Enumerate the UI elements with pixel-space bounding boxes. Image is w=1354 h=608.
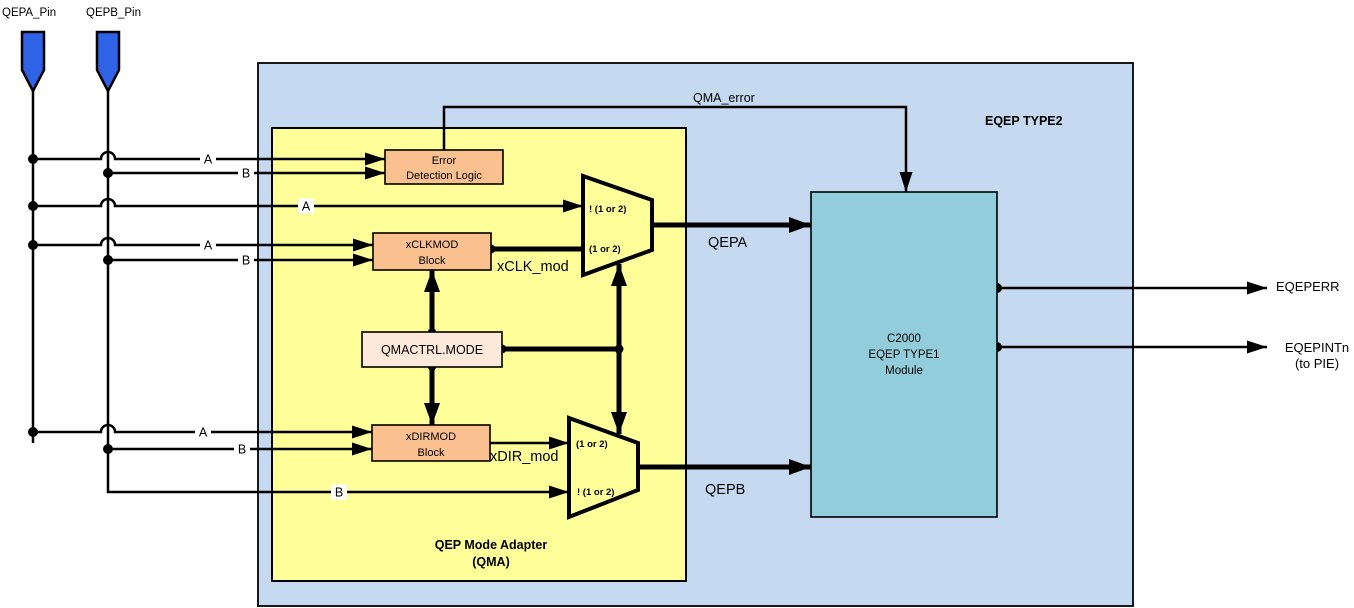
qma-error-label: QMA_error bbox=[693, 91, 755, 105]
wire-label-err-a: A bbox=[204, 153, 213, 167]
wire-label-dir-b: B bbox=[238, 443, 246, 457]
qma-title-line2: (QMA) bbox=[472, 555, 510, 569]
wire-label-mux2-b: B bbox=[335, 486, 343, 500]
mux1-bottom-input-label: (1 or 2) bbox=[589, 244, 621, 255]
qmactrl-mode-label: QMACTRL.MODE bbox=[381, 343, 483, 357]
c2000-label-line3: Module bbox=[885, 365, 923, 377]
junction-dot bbox=[103, 444, 113, 454]
qepb-signal-label: QEPB bbox=[705, 482, 745, 498]
mux2-shape bbox=[567, 415, 640, 520]
wire-a-to-xdirmod bbox=[33, 423, 372, 439]
xdir-mod-label: xDIR_mod bbox=[490, 449, 559, 465]
junction-dot bbox=[28, 154, 38, 164]
wire-qma-error bbox=[442, 105, 913, 192]
junction-dot bbox=[28, 201, 38, 211]
eqepint-label-line2: (to PIE) bbox=[1295, 356, 1339, 371]
xclkmod-label-line2: Block bbox=[419, 255, 446, 267]
c2000-label-line1: C2000 bbox=[887, 333, 921, 345]
wire-qepb-stem-to-mux2 bbox=[106, 91, 569, 499]
mux1-shape bbox=[581, 173, 654, 278]
wire-label-dir-a: A bbox=[199, 426, 208, 440]
error-detection-label-line1: Error bbox=[432, 155, 457, 167]
junction-dot bbox=[103, 168, 113, 178]
xclkmod-label-line1: xCLKMOD bbox=[406, 239, 459, 251]
c2000-eqep-type1-module bbox=[810, 191, 998, 518]
junction-dot bbox=[28, 240, 38, 250]
c2000-label-line2: EQEP TYPE1 bbox=[868, 349, 939, 361]
xdirmod-label-line2: Block bbox=[418, 447, 445, 459]
eqeperr-label: EQEPERR bbox=[1276, 279, 1340, 294]
xclk-mod-label: xCLK_mod bbox=[497, 259, 569, 275]
qepb-pin-icon bbox=[95, 30, 121, 94]
mux2-top-input-label: (1 or 2) bbox=[576, 439, 608, 450]
error-detection-label-line2: Detection Logic bbox=[406, 170, 482, 182]
xclkmod-block bbox=[372, 232, 492, 271]
junction-dot bbox=[614, 344, 624, 354]
wire-a-to-error-detect bbox=[33, 150, 385, 166]
mux1-top-input-label: ! (1 or 2) bbox=[589, 204, 626, 215]
xdirmod-block bbox=[371, 424, 491, 462]
qepa-pin-icon bbox=[20, 30, 46, 94]
wire-label-clk-a: A bbox=[204, 239, 213, 253]
wire-label-mux1-a: A bbox=[302, 200, 311, 214]
qmactrl-mode-block bbox=[361, 331, 503, 368]
error-detection-block bbox=[384, 149, 504, 185]
xdirmod-label-line1: xDIRMOD bbox=[406, 431, 456, 443]
wire-label-clk-b: B bbox=[242, 254, 250, 268]
eqepint-label-line1: EQEPINTn bbox=[1285, 340, 1349, 355]
qepa-signal-label: QEPA bbox=[708, 235, 748, 251]
junction-dot bbox=[28, 427, 38, 437]
qma-title-line1: QEP Mode Adapter bbox=[435, 538, 548, 552]
qepa-pin-label: QEPA_Pin bbox=[2, 7, 56, 19]
junction-dot bbox=[103, 255, 113, 265]
wire-a-to-xclkmod bbox=[33, 236, 373, 252]
mux2-bottom-input-label: ! (1 or 2) bbox=[577, 487, 614, 498]
eqep-type2-label: EQEP TYPE2 bbox=[985, 114, 1063, 128]
wire-label-group: A B A A B A B B bbox=[195, 151, 347, 500]
wire-a-to-mux1 bbox=[33, 197, 583, 213]
wire-label-err-b: B bbox=[242, 167, 250, 181]
qepb-pin-label: QEPB_Pin bbox=[86, 7, 141, 19]
